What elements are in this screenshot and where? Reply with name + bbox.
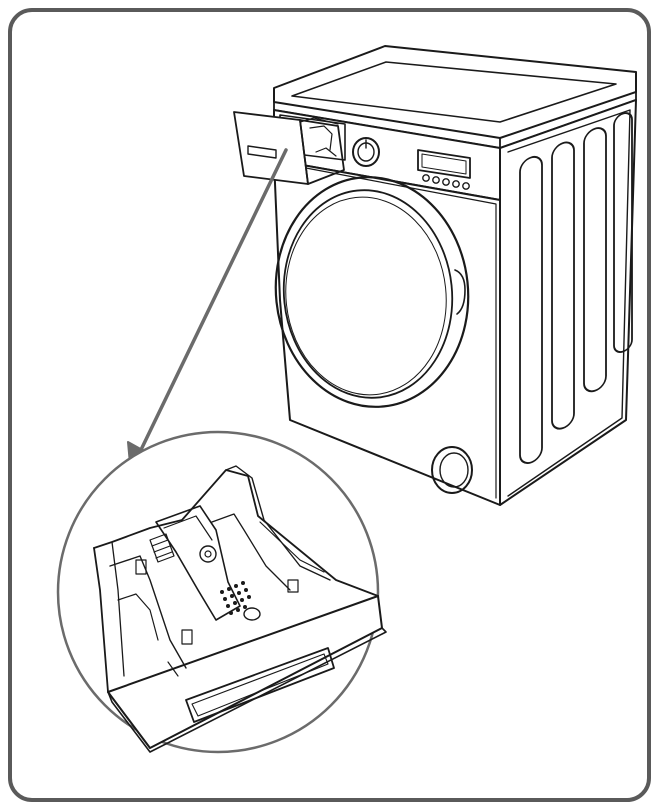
magnified-drawer — [93, 465, 387, 753]
control-buttons — [422, 174, 470, 190]
magnified-drawer-circle — [56, 430, 387, 754]
siphon-grid — [220, 581, 251, 615]
washing-machine — [233, 45, 637, 506]
machine-front — [273, 159, 501, 506]
side-grooves — [519, 112, 633, 464]
ribbed-insert — [149, 533, 175, 563]
machine-top-inner — [291, 61, 617, 123]
siphon-block — [155, 505, 241, 621]
door-porthole — [274, 176, 470, 408]
filter-cap-icon — [431, 446, 473, 494]
program-knob-icon — [352, 137, 380, 167]
pointer-arrow — [127, 148, 288, 465]
drawer-handle — [185, 647, 335, 723]
display-panel — [417, 149, 471, 179]
outer-frame — [8, 8, 651, 802]
drawer-pulled-out — [233, 111, 345, 185]
